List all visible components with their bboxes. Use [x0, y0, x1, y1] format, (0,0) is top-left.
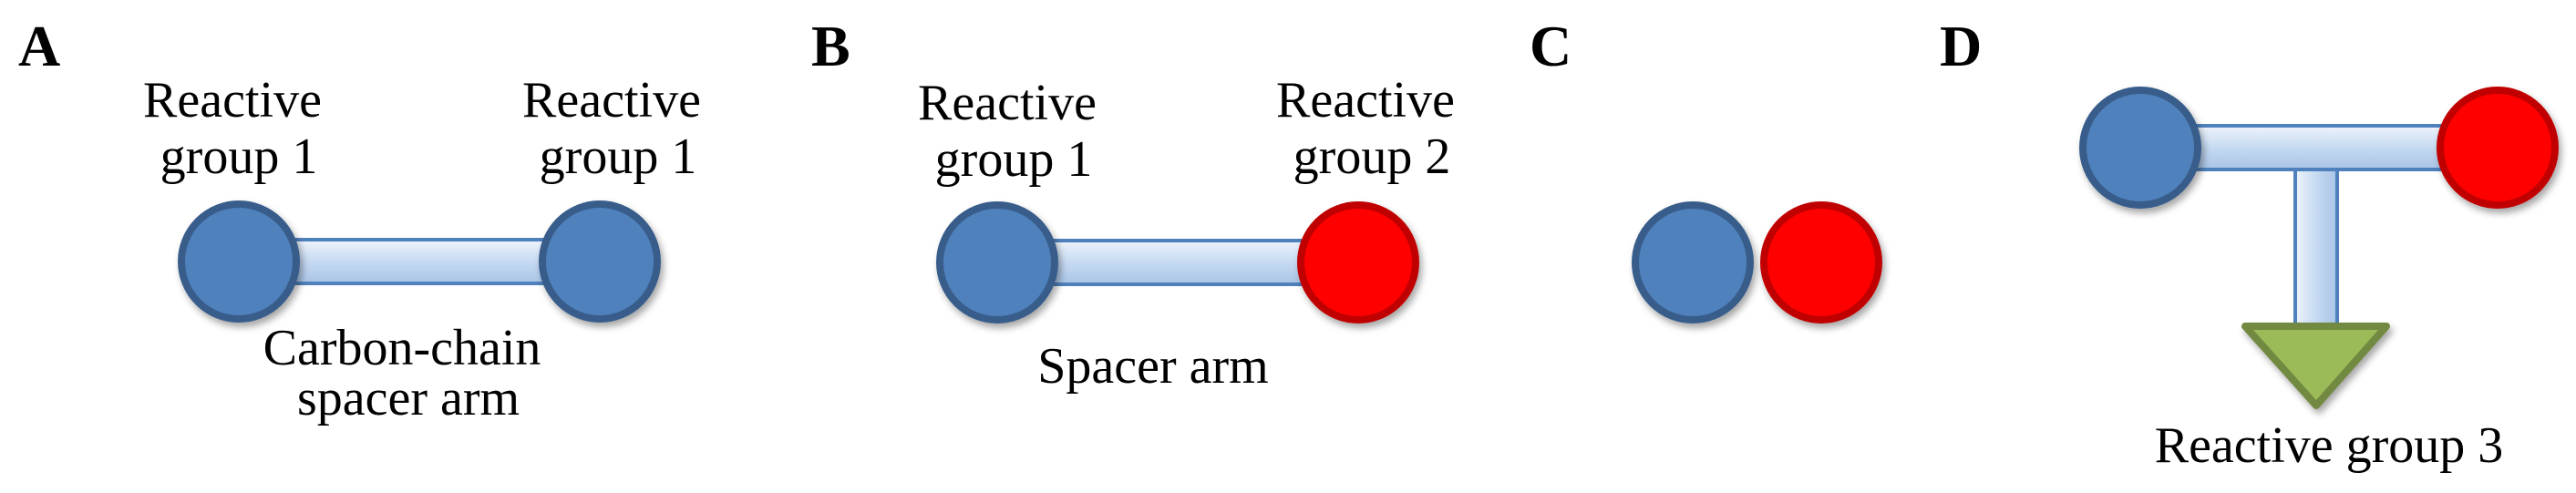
panel-b-reactive-group-2: [1297, 201, 1419, 324]
panel-b-left-label-line2: group 1: [935, 131, 1093, 188]
panel-c-letter: C: [1530, 14, 1571, 78]
panel-a-left-label-line1: Reactive: [143, 72, 322, 128]
panel-a-right-label: Reactive group 1: [522, 72, 714, 185]
panel-d-bottom-label: Reactive group 3: [2155, 417, 2504, 474]
panel-b-letter: B: [811, 14, 850, 78]
panel-d-vertical-arm: [2293, 167, 2339, 344]
panel-b-right-label: Reactive group 2: [1276, 72, 1468, 185]
panel-a-reactive-group-1-left: [178, 200, 300, 323]
panel-d-letter: D: [1940, 14, 1982, 78]
panel-a-arm-label-line2: spacer arm: [297, 370, 520, 426]
panel-a-arm-label: Carbon-chain spacer arm: [263, 320, 554, 426]
panel-d-reactive-group-3-triangle: [2241, 323, 2390, 409]
panel-b-left-label-line1: Reactive: [918, 75, 1097, 131]
panel-a-arm-label-line1: Carbon-chain: [263, 320, 541, 376]
panel-a-left-label-line2: group 1: [160, 128, 318, 185]
panel-a-left-label: Reactive group 1: [143, 72, 335, 185]
panel-c-reactive-group-red: [1760, 201, 1882, 324]
panel-b-reactive-group-1: [936, 201, 1058, 324]
panel-a-right-label-line1: Reactive: [522, 72, 701, 128]
panel-d: D Reactive group 3: [1940, 14, 2559, 474]
panel-b-left-label: Reactive group 1: [918, 75, 1109, 188]
panel-a: A Reactive group 1 Reactive group 1 Carb…: [18, 14, 714, 426]
panel-c-reactive-group-blue: [1632, 201, 1754, 324]
panel-a-letter: A: [18, 14, 60, 78]
panel-d-reactive-group-red: [2437, 87, 2559, 209]
panel-b-right-label-line2: group 2: [1293, 128, 1451, 185]
panel-d-reactive-group-blue: [2079, 87, 2201, 209]
panel-a-right-label-line2: group 1: [540, 128, 697, 185]
panel-b: B Reactive group 1 Reactive group 2 Spac…: [811, 14, 1468, 395]
panel-b-arm-label: Spacer arm: [1037, 338, 1268, 395]
panel-c: C: [1530, 14, 1882, 324]
panel-a-reactive-group-1-right: [539, 200, 661, 323]
panel-b-right-label-line1: Reactive: [1276, 72, 1455, 128]
